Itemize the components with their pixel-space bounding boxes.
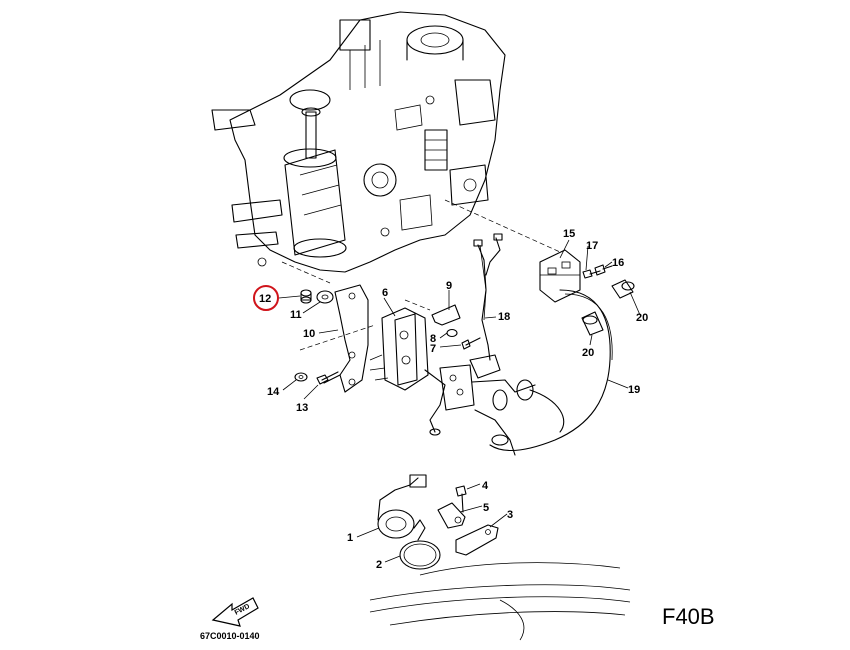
part-15-regulator [539, 249, 581, 303]
drawing-number: 67C0010-0140 [200, 631, 260, 641]
part-20-cap-lower [581, 311, 604, 336]
callout-5: 5 [483, 502, 489, 514]
model-code-label: F40B [662, 604, 715, 629]
callout-3: 3 [507, 509, 513, 521]
crankcase-lower-outline [369, 562, 631, 641]
callout-15: 15 [563, 228, 575, 240]
callout-6: 6 [382, 287, 388, 299]
part-5-bracket [437, 502, 466, 529]
callout-13: 13 [296, 402, 308, 414]
callout-1: 1 [347, 532, 353, 544]
part-20-cap-upper [611, 279, 635, 299]
reference-line [299, 324, 376, 351]
part-19-high-tension-cord [489, 289, 613, 451]
part-2-o-ring [399, 540, 441, 570]
part-13-bolt [316, 371, 341, 385]
part-12-collar [300, 289, 312, 304]
engine-block [211, 11, 506, 273]
callout-18: 18 [498, 311, 510, 323]
part-1-pulser-coil [377, 474, 427, 541]
reference-line [404, 299, 431, 311]
callout-2: 2 [376, 559, 382, 571]
callout-17: 17 [586, 240, 598, 252]
callout-20-upper: 20 [636, 312, 648, 324]
part-17-screw [582, 269, 601, 279]
part-18-wire-harness [469, 233, 503, 379]
part-14-washer [294, 372, 308, 382]
ignition-coil-assembly [439, 364, 536, 456]
reference-line [281, 261, 331, 284]
callout-11: 11 [290, 309, 302, 321]
callout-8: 8 [430, 333, 436, 345]
part-3-plate [455, 524, 499, 556]
part-8-washer [446, 328, 458, 338]
fwd-arrow-icon: FWD [211, 597, 259, 627]
callout-20-lower: 20 [582, 347, 594, 359]
callout-4: 4 [482, 480, 489, 492]
callout-labels: 12 11 10 14 13 6 9 8 7 18 15 17 16 20 20… [259, 228, 648, 571]
callout-9: 9 [446, 280, 452, 292]
part-9-clip [431, 304, 461, 326]
part-11-grommet [316, 290, 334, 304]
highlight-circle-part-12 [253, 285, 279, 311]
part-7-bolt [461, 337, 481, 350]
callout-7: 7 [430, 343, 436, 355]
part-6-cdi-unit [369, 307, 446, 436]
callout-16: 16 [612, 257, 624, 269]
callout-19: 19 [628, 384, 640, 396]
callout-10: 10 [303, 328, 315, 340]
part-4-bolt [455, 485, 467, 513]
reference-line [444, 199, 561, 253]
leader-lines [278, 239, 641, 563]
part-10-bracket [334, 284, 369, 393]
part-16-bolt [594, 264, 613, 276]
callout-14: 14 [267, 386, 280, 398]
